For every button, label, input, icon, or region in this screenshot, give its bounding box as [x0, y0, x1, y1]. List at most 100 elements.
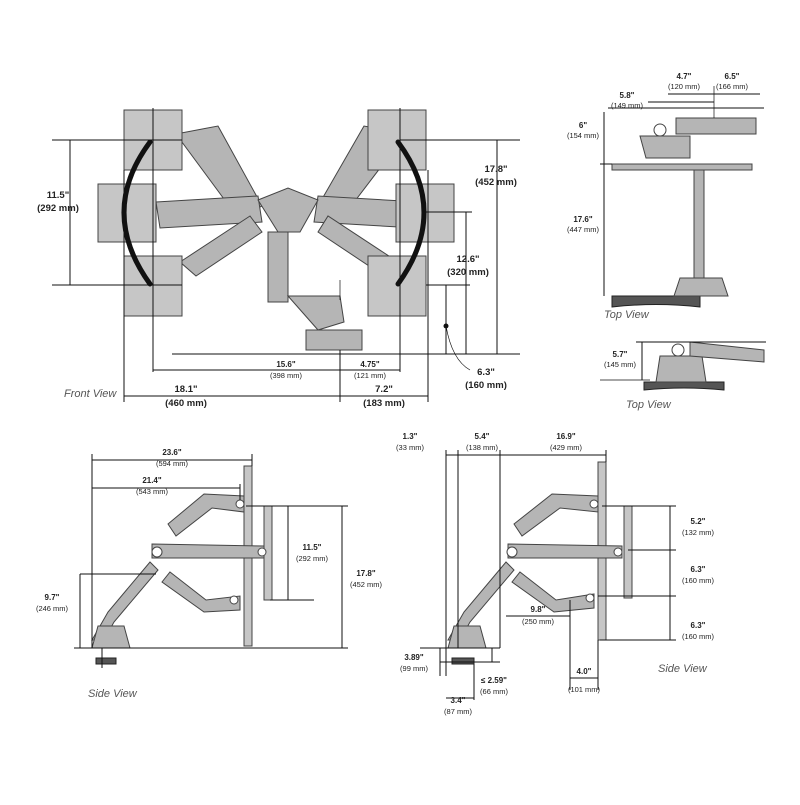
- side-left-joint-a: [151, 546, 163, 558]
- side-right-9-8: 9.8": [531, 605, 546, 614]
- side-right-5-4-mm: (138 mm): [466, 443, 499, 452]
- center-joint: [257, 187, 319, 233]
- side-left-21-4-mm: (543 mm): [136, 487, 169, 496]
- side-left-joint-d: [229, 595, 239, 605]
- front-6-3-mm: (160 mm): [465, 380, 507, 391]
- top2-caption: Top View: [626, 399, 672, 411]
- side-right-3-89-mm: (99 mm): [400, 664, 428, 673]
- side-right-5-2-mm: (132 mm): [682, 528, 715, 537]
- front-18-1-mm: (460 mm): [165, 398, 207, 409]
- side-left-caption: Side View: [88, 688, 138, 700]
- side-right-2-59: ≤ 2.59": [481, 676, 507, 685]
- side-right-2-59-mm: (66 mm): [480, 687, 508, 696]
- top2-clamp: [655, 355, 707, 383]
- side-right-6-3a: 6.3": [691, 565, 706, 574]
- top-view-2: 5.7" (145 mm) Top View: [600, 341, 766, 411]
- front-4-75: 4.75": [360, 360, 380, 369]
- side-left-joint-b: [235, 499, 245, 509]
- side-right-3-89: 3.89": [404, 653, 424, 662]
- top2-arm: [689, 341, 765, 363]
- side-right-lower-arm: [511, 571, 595, 613]
- leader-6-3: [445, 325, 471, 371]
- front-7-2-mm: (183 mm): [363, 398, 405, 409]
- side-left-23-6: 23.6": [162, 448, 182, 457]
- side-left-joint-c: [257, 547, 267, 557]
- top2-pivot: [671, 343, 685, 357]
- side-right-9-8-mm: (250 mm): [522, 617, 555, 626]
- top-6-5: 6.5": [725, 72, 740, 81]
- top2-5-7: 5.7": [613, 350, 628, 359]
- center-pole: [267, 231, 289, 303]
- front-15-6: 15.6": [276, 360, 296, 369]
- side-right-joint-c: [613, 547, 623, 557]
- side-right-base: [447, 625, 487, 649]
- side-right-3-4-mm: (87 mm): [444, 707, 472, 716]
- side-right-clamp: [451, 657, 475, 665]
- top-view-pivot: [653, 123, 667, 137]
- top-view-head: [639, 135, 691, 159]
- top-5-8-mm: (149 mm): [611, 101, 644, 110]
- side-left-17-8-mm: (452 mm): [350, 580, 383, 589]
- side-right-joint-a: [506, 546, 518, 558]
- top-view-caption: Top View: [604, 309, 650, 321]
- side-left-lower-arm: [161, 571, 241, 613]
- front-17-8: 17.8": [485, 164, 508, 175]
- side-left-9-7-mm: (246 mm): [36, 604, 69, 613]
- top-view-base: [611, 295, 701, 308]
- desk-clamp-base: [305, 329, 363, 351]
- left-lower-arm: [179, 215, 263, 277]
- front-6-3: 6.3": [477, 367, 495, 378]
- top-17-6: 17.6": [573, 215, 593, 224]
- front-view: 11.5" (292 mm) 17.8" (452 mm) 12.6" (320…: [37, 108, 520, 409]
- front-view-caption: Front View: [64, 388, 117, 400]
- side-right-upper-arm: [513, 493, 599, 537]
- side-left-upper-arm: [167, 493, 245, 537]
- side-right-16-9-mm: (429 mm): [550, 443, 583, 452]
- side-left-middle-arm: [151, 543, 265, 559]
- side-right-16-9: 16.9": [556, 432, 576, 441]
- front-18-1: 18.1": [175, 384, 198, 395]
- side-right-middle-arm: [507, 543, 623, 559]
- front-17-8-mm: (452 mm): [475, 177, 517, 188]
- side-view-left: 23.6" (594 mm) 21.4" (543 mm) 11.5" (292…: [36, 448, 383, 700]
- side-right-6-3b-mm: (160 mm): [682, 632, 715, 641]
- top2-base: [643, 381, 725, 391]
- left-middle-arm: [155, 195, 263, 229]
- side-right-1-3: 1.3": [403, 432, 418, 441]
- top-5-8: 5.8": [620, 91, 635, 100]
- top-view-pole: [693, 167, 705, 279]
- front-12-6: 12.6": [457, 254, 480, 265]
- top-4-7: 4.7": [677, 72, 692, 81]
- side-right-5-4: 5.4": [475, 432, 490, 441]
- top-view-desk-arm: [611, 163, 753, 171]
- side-left-21-4: 21.4": [142, 476, 162, 485]
- side-left-11-5: 11.5": [303, 543, 322, 552]
- top-17-6-mm: (447 mm): [567, 225, 600, 234]
- side-right-joint-b: [589, 499, 599, 509]
- side-left-base: [91, 625, 131, 649]
- side-right-monitor-front: [623, 505, 633, 599]
- top-6-5-mm: (166 mm): [716, 82, 749, 91]
- side-left-clamp: [95, 657, 117, 665]
- side-right-4-0-mm: (101 mm): [568, 685, 601, 694]
- top2-5-7-mm: (145 mm): [604, 360, 637, 369]
- front-12-6-mm: (320 mm): [447, 267, 489, 278]
- top-view-clamp: [673, 277, 729, 297]
- side-right-6-3b: 6.3": [691, 621, 706, 630]
- top-view: 4.7" (120 mm) 6.5" (166 mm) 5.8" (149 mm…: [567, 72, 764, 321]
- side-right-caption: Side View: [658, 663, 708, 675]
- side-right-3-4: 3.4": [451, 696, 466, 705]
- front-11-5: 11.5": [47, 190, 69, 201]
- side-right-4-0: 4.0": [577, 667, 592, 676]
- side-left-17-8: 17.8": [356, 569, 376, 578]
- top-6: 6": [579, 121, 587, 130]
- front-11-5-mm: (292 mm): [37, 203, 79, 214]
- front-7-2: 7.2": [375, 384, 393, 395]
- side-left-9-7: 9.7": [45, 593, 60, 602]
- side-right-1-3-mm: (33 mm): [396, 443, 424, 452]
- top-view-arm: [675, 117, 757, 135]
- side-left-11-5-mm: (292 mm): [296, 554, 329, 563]
- top-6-mm: (154 mm): [567, 131, 600, 140]
